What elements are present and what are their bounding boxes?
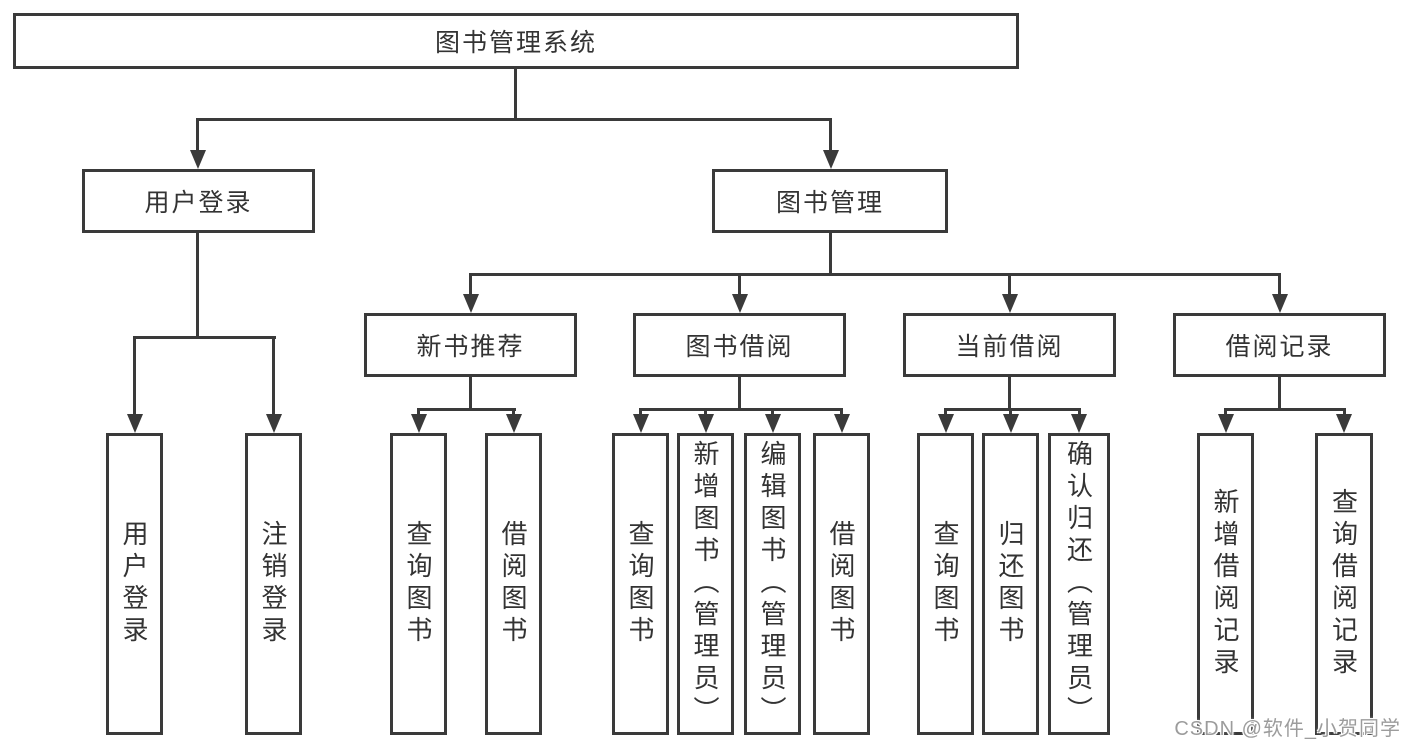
connector-arrow [1272, 294, 1288, 313]
node-book-management-label: 图书管理 [775, 189, 884, 217]
connector-line [133, 336, 136, 416]
connector-line [1008, 273, 1011, 295]
connector-line [704, 408, 707, 418]
connector-arrow [1002, 294, 1018, 313]
connector-line [1278, 377, 1281, 408]
connector-line [944, 408, 947, 418]
connector-line [1224, 408, 1227, 418]
connector-line [639, 408, 843, 411]
connector-arrow [834, 414, 850, 433]
connector-line [771, 408, 774, 418]
connector-arrow [732, 294, 748, 313]
node-book-borrow-label: 图书借阅 [685, 333, 794, 361]
connector-line [272, 336, 275, 416]
leaf-borrow-books-2: 借阅图书 [813, 433, 870, 735]
leaf-query-books-2-label: 查询图书 [625, 520, 655, 648]
connector-line [196, 118, 832, 121]
node-root: 图书管理系统 [13, 13, 1019, 69]
node-current-borrow-label: 当前借阅 [955, 333, 1064, 361]
connector-line [639, 408, 642, 418]
node-user-login-label: 用户登录 [144, 189, 253, 217]
node-current-borrow: 当前借阅 [903, 313, 1116, 377]
connector-arrow [938, 414, 954, 433]
connector-arrow [1336, 414, 1352, 433]
connector-line [417, 408, 516, 411]
leaf-add-book-admin: 新增图书（管理员） [677, 433, 734, 735]
connector-line [1224, 408, 1346, 411]
connector-arrow [190, 150, 206, 169]
connector-line [512, 408, 515, 418]
connector-line [944, 408, 1081, 411]
leaf-query-books-1: 查询图书 [390, 433, 447, 735]
connector-line [1078, 408, 1081, 418]
leaf-add-borrow-record: 新增借阅记录 [1197, 433, 1254, 735]
leaf-logout-label: 注销登录 [258, 520, 288, 648]
leaf-borrow-books-1: 借阅图书 [485, 433, 542, 735]
leaf-query-books-1-label: 查询图书 [403, 520, 433, 648]
connector-arrow [1218, 414, 1234, 433]
leaf-add-book-admin-label: 新增图书（管理员） [690, 440, 720, 728]
connector-line [469, 273, 1281, 276]
node-new-book-recommend-label: 新书推荐 [416, 333, 525, 361]
connector-arrow [1071, 414, 1087, 433]
connector-line [417, 408, 420, 418]
connector-arrow [463, 294, 479, 313]
connector-line [514, 68, 517, 118]
leaf-borrow-books-1-label: 借阅图书 [498, 520, 528, 648]
node-new-book-recommend: 新书推荐 [364, 313, 577, 377]
connector-arrow [127, 414, 143, 433]
connector-arrow [823, 150, 839, 169]
leaf-return-books-label: 归还图书 [995, 520, 1025, 648]
connector-line [133, 336, 276, 339]
connector-line [1008, 377, 1011, 408]
node-borrow-records-label: 借阅记录 [1225, 333, 1334, 361]
node-book-management: 图书管理 [712, 169, 948, 233]
connector-line [738, 377, 741, 408]
connector-line [840, 408, 843, 418]
node-user-login: 用户登录 [82, 169, 315, 233]
leaf-return-books: 归还图书 [982, 433, 1039, 735]
leaf-confirm-return-admin-label: 确认归还（管理员） [1063, 440, 1094, 728]
csdn-watermark: CSDN @软件_小贺同学 [1174, 718, 1401, 740]
connector-line [1009, 408, 1012, 418]
leaf-query-borrow-record: 查询借阅记录 [1315, 433, 1373, 735]
connector-line [829, 233, 832, 273]
connector-line [469, 273, 472, 295]
connector-line [469, 377, 472, 408]
connector-arrow [633, 414, 649, 433]
connector-arrow [506, 414, 522, 433]
leaf-query-borrow-record-label: 查询借阅记录 [1328, 488, 1359, 680]
node-root-label: 图书管理系统 [434, 29, 597, 57]
connector-line [1278, 273, 1281, 295]
connector-line [196, 118, 199, 152]
connector-arrow [1003, 414, 1019, 433]
leaf-logout: 注销登录 [245, 433, 302, 735]
leaf-user-login: 用户登录 [106, 433, 163, 735]
leaf-query-books-3: 查询图书 [917, 433, 974, 735]
leaf-confirm-return-admin: 确认归还（管理员） [1048, 433, 1110, 735]
connector-line [738, 273, 741, 295]
connector-line [1343, 408, 1346, 418]
connector-arrow [266, 414, 282, 433]
leaf-edit-book-admin: 编辑图书（管理员） [744, 433, 801, 735]
connector-arrow [765, 414, 781, 433]
connector-arrow [698, 414, 714, 433]
leaf-query-books-3-label: 查询图书 [930, 520, 960, 648]
leaf-edit-book-admin-label: 编辑图书（管理员） [757, 440, 787, 728]
node-borrow-records: 借阅记录 [1173, 313, 1386, 377]
leaf-add-borrow-record-label: 新增借阅记录 [1210, 488, 1240, 680]
leaf-query-books-2: 查询图书 [612, 433, 669, 735]
connector-arrow [411, 414, 427, 433]
connector-line [829, 118, 832, 152]
leaf-user-login-label: 用户登录 [119, 520, 149, 648]
connector-line [196, 233, 199, 336]
leaf-borrow-books-2-label: 借阅图书 [826, 520, 856, 648]
node-book-borrow: 图书借阅 [633, 313, 846, 377]
